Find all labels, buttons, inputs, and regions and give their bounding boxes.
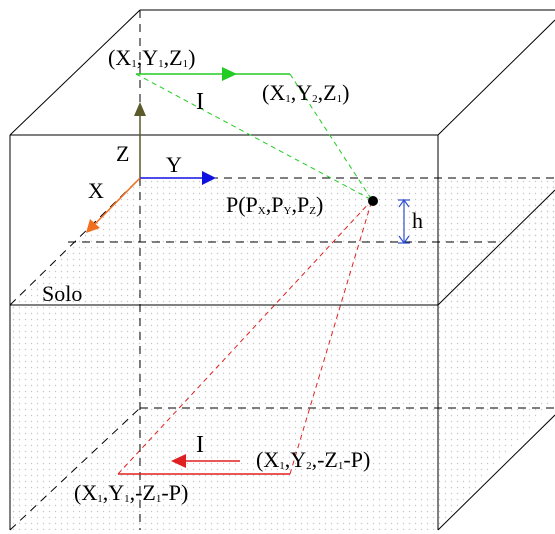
axis-y xyxy=(140,171,216,185)
label-observation-point: P(PX,PY,PZ) xyxy=(226,192,323,217)
label-bottom-left: (X1,Y1,-Z1-P) xyxy=(74,480,188,505)
axis-z xyxy=(134,102,146,178)
observation-point-marker xyxy=(368,196,378,206)
label-current-bottom: I xyxy=(196,432,204,458)
label-axis-z: Z xyxy=(116,141,129,166)
label-bottom-right: (X1,Y2,-Z1-P) xyxy=(256,447,370,472)
depth-marker xyxy=(398,198,410,245)
upper-current-arrow xyxy=(222,67,237,81)
label-depth: h xyxy=(412,208,423,233)
soil-side-dots xyxy=(438,178,555,530)
soil-volume-dots xyxy=(10,305,438,530)
label-top-left: (X1,Y1,Z1) xyxy=(108,45,195,70)
label-soil: Solo xyxy=(42,281,82,306)
lower-current-arrow xyxy=(171,454,186,468)
label-top-right: (X1,Y2,Z1) xyxy=(262,80,349,105)
cube-frame xyxy=(9,9,555,531)
label-axis-y: Y xyxy=(166,152,182,177)
label-current-top: I xyxy=(196,89,204,115)
lower-image-lines xyxy=(117,199,373,475)
axis-x xyxy=(86,177,141,233)
label-axis-x: X xyxy=(88,178,104,203)
cube-hidden-edges xyxy=(9,10,555,531)
